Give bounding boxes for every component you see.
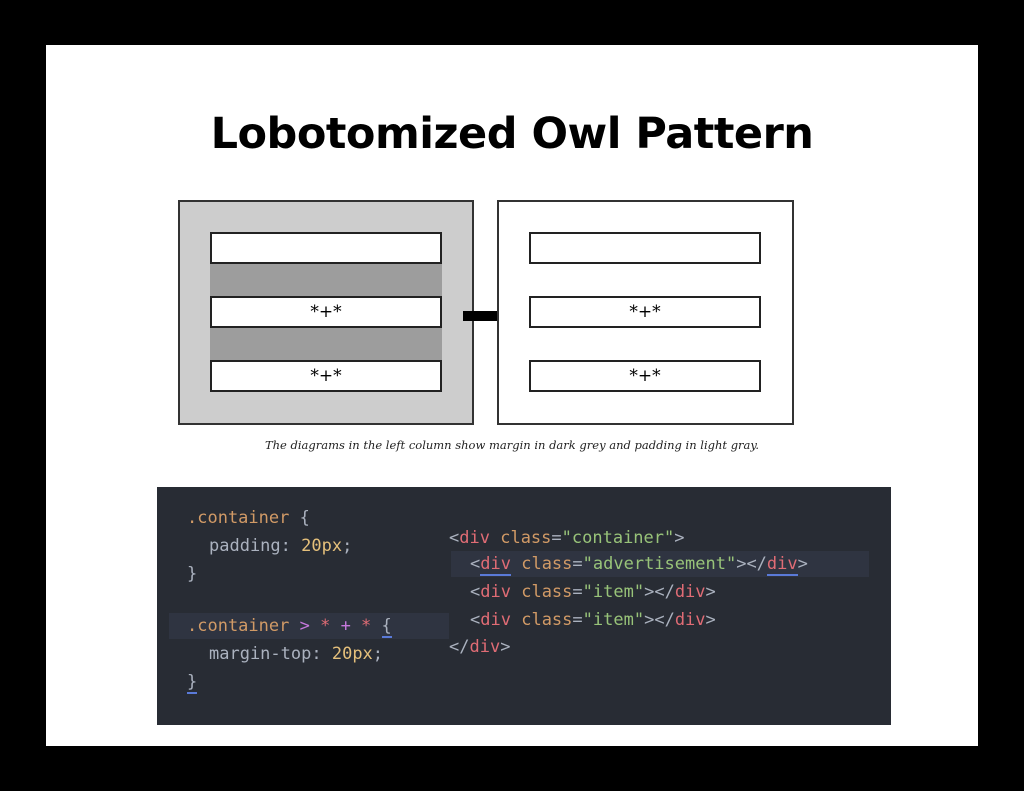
html-tag: div	[469, 637, 501, 657]
css-line: }	[187, 563, 197, 585]
html-tag: div	[480, 582, 511, 602]
css-selector: .container	[187, 616, 290, 636]
diagram-with-margin-padding: *+* *+*	[178, 200, 474, 425]
margin-band	[210, 264, 442, 298]
html-bracket: >	[674, 528, 685, 548]
html-eq: =	[572, 610, 583, 630]
html-bracket: </	[746, 554, 767, 574]
html-string: "item"	[582, 610, 645, 630]
css-colon: :	[280, 536, 302, 556]
css-brace: {	[381, 616, 392, 638]
diagram-box: *+*	[210, 360, 442, 392]
html-bracket: <	[470, 554, 481, 574]
diagram-caption: The diagrams in the left column show mar…	[264, 438, 760, 452]
html-line-highlight	[451, 551, 869, 577]
html-tag: div	[766, 554, 798, 576]
css-semicolon: ;	[372, 644, 384, 664]
html-string: "item"	[582, 582, 645, 602]
css-brace: }	[187, 672, 198, 694]
html-bracket: <	[449, 528, 460, 548]
css-line-highlight	[169, 613, 449, 639]
css-combinator: +	[330, 616, 362, 636]
html-bracket: >	[797, 554, 808, 574]
html-line: <div class="container">	[449, 527, 685, 549]
css-line: }	[187, 671, 198, 694]
css-value: 20px	[301, 536, 343, 556]
css-combinator: >	[289, 616, 321, 636]
html-line: <div class="item"></div>	[470, 609, 716, 631]
html-line: <div class="item"></div>	[470, 581, 716, 603]
css-brace: {	[289, 508, 310, 528]
html-bracket: <	[470, 610, 481, 630]
code-panel: .container { padding: 20px; } .container…	[157, 487, 891, 725]
html-bracket: </	[654, 582, 675, 602]
html-tag: div	[459, 528, 490, 548]
diagram-box: *+*	[529, 360, 761, 392]
html-bracket: </	[654, 610, 675, 630]
css-line: margin-top: 20px;	[209, 643, 383, 665]
css-line: padding: 20px;	[209, 535, 352, 557]
html-bracket: >	[644, 610, 655, 630]
html-attr: class	[521, 554, 573, 574]
css-brace: }	[187, 564, 198, 584]
html-eq: =	[572, 582, 583, 602]
html-eq: =	[551, 528, 562, 548]
slide-title: Lobotomized Owl Pattern	[210, 109, 814, 159]
diagram-box: *+*	[210, 296, 442, 328]
html-string: "advertisement"	[582, 554, 737, 574]
diagram-box	[529, 232, 761, 264]
css-colon: :	[311, 644, 332, 664]
html-tag: div	[480, 554, 511, 576]
css-line: .container {	[187, 507, 310, 529]
html-line: <div class="advertisement"></div>	[470, 553, 808, 576]
html-bracket: >	[705, 610, 716, 630]
slide: Lobotomized Owl Pattern *+* *+* *+* *+* …	[46, 45, 978, 746]
html-string: "container"	[561, 528, 675, 548]
css-semicolon: ;	[342, 536, 353, 556]
html-bracket: >	[500, 637, 511, 657]
html-attr: class	[500, 528, 552, 548]
html-bracket: >	[705, 582, 716, 602]
css-line: .container > * + * {	[187, 615, 392, 638]
css-selector: .container	[187, 508, 290, 528]
html-line: </div>	[449, 636, 510, 658]
html-eq: =	[572, 554, 583, 574]
html-bracket: <	[470, 582, 481, 602]
margin-band	[210, 328, 442, 362]
diagram-result: *+* *+*	[497, 200, 794, 425]
html-tag: div	[674, 582, 706, 602]
html-tag: div	[674, 610, 706, 630]
html-bracket: </	[449, 637, 470, 657]
css-value: 20px	[331, 644, 373, 664]
css-property: padding	[209, 536, 281, 556]
css-universal: *	[361, 616, 372, 636]
html-attr: class	[521, 582, 573, 602]
diagram-box	[210, 232, 442, 264]
css-universal: *	[320, 616, 331, 636]
html-bracket: >	[736, 554, 747, 574]
css-property: margin-top	[209, 644, 312, 664]
html-bracket: >	[644, 582, 655, 602]
html-tag: div	[480, 610, 511, 630]
html-attr: class	[521, 610, 573, 630]
diagram-box: *+*	[529, 296, 761, 328]
